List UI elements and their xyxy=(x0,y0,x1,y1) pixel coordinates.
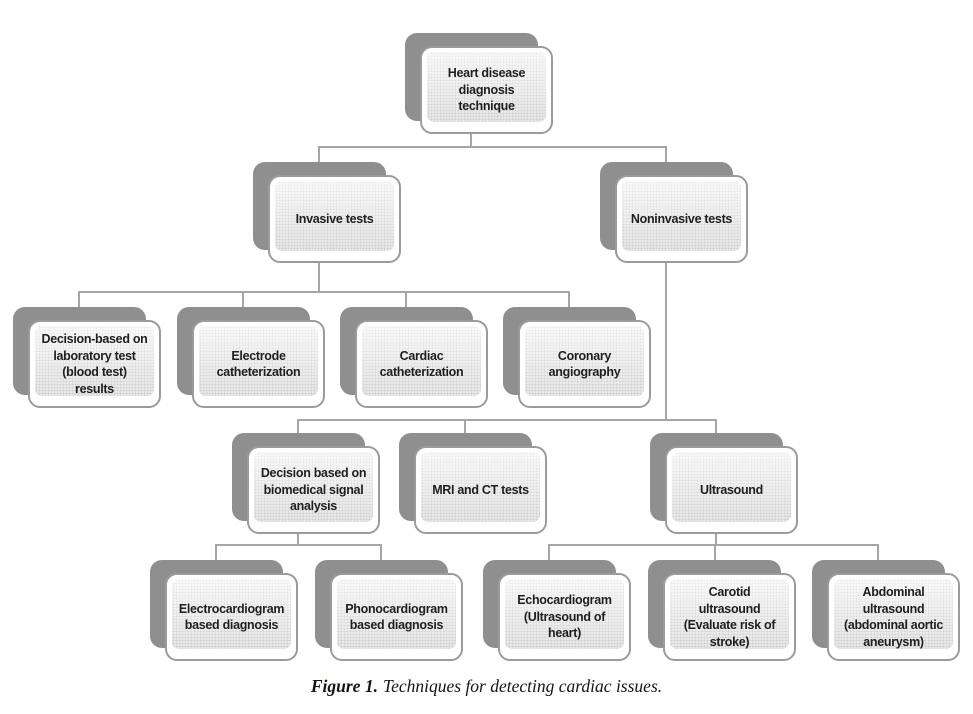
node-box: Cardiac catheterization xyxy=(355,320,488,408)
node-box: Coronary angiography xyxy=(518,320,651,408)
node-label-ecg: Electrocardiogram based diagnosis xyxy=(178,601,285,633)
connector-ecg-stub xyxy=(215,544,217,562)
node-electrocardiogram-diagnosis: Electrocardiogram based diagnosis xyxy=(150,560,298,661)
node-box: Phonocardiogram based diagnosis xyxy=(330,573,463,661)
node-box: Abdominal ultrasound (abdominal aortic a… xyxy=(827,573,960,661)
node-label-pcg: Phonocardiogram based diagnosis xyxy=(345,601,448,633)
connector-ultrasound-stub xyxy=(715,419,717,435)
node-fill xyxy=(362,326,481,396)
node-coronary-angiography: Coronary angiography xyxy=(503,307,651,408)
node-box: Ultrasound xyxy=(665,446,798,534)
node-fill xyxy=(525,326,644,396)
connector-branch-level2 xyxy=(318,146,667,148)
connector-noninvasive-stub xyxy=(665,146,667,164)
node-label-abdominal: Abdominal ultrasound (abdominal aortic a… xyxy=(843,585,944,649)
node-fill xyxy=(337,579,456,649)
connector-branch-level5-left xyxy=(215,544,382,546)
node-cardiac-catheterization: Cardiac catheterization xyxy=(340,307,488,408)
connector-abdominal-stub xyxy=(877,544,879,562)
node-fill xyxy=(672,452,791,522)
figure-caption: Figure 1.Techniques for detecting cardia… xyxy=(0,676,973,697)
node-box: Noninvasive tests xyxy=(615,175,748,263)
connector-branch-level3 xyxy=(78,291,570,293)
node-label-ultrasound: Ultrasound xyxy=(700,482,763,497)
connector-ultrasound-stem xyxy=(715,534,717,546)
node-box: Decision-based on laboratory test (blood… xyxy=(28,320,161,408)
connector-coronary-stub xyxy=(568,291,570,309)
node-fill xyxy=(834,579,953,649)
node-box: Electrode catheterization xyxy=(192,320,325,408)
node-label-lab: Decision-based on laboratory test (blood… xyxy=(41,332,148,396)
node-fill xyxy=(505,579,624,649)
connector-mri-stub xyxy=(464,419,466,435)
node-fill xyxy=(172,579,291,649)
node-biomedical-signal-decision: Decision based on biomedical signal anal… xyxy=(232,433,380,534)
node-label-echo: Echocardiogram (Ultrasound of heart) xyxy=(517,593,612,641)
connector-carotid-stub xyxy=(714,544,716,562)
node-noninvasive-tests: Noninvasive tests xyxy=(600,162,748,263)
node-label-root: Heart disease diagnosis technique xyxy=(447,66,526,114)
connector-branch-level5-right xyxy=(548,544,879,546)
connector-noninvasive-stem xyxy=(665,263,667,421)
connector-invasive-stub xyxy=(318,146,320,164)
node-label-mri: MRI and CT tests xyxy=(432,482,529,497)
connector-cardiac-stub xyxy=(405,291,407,309)
node-fill xyxy=(670,579,789,649)
node-electrode-catheterization: Electrode catheterization xyxy=(177,307,325,408)
connector-lab-stub xyxy=(78,291,80,309)
figure-caption-text: Techniques for detecting cardiac issues. xyxy=(382,676,663,696)
node-invasive-tests: Invasive tests xyxy=(253,162,401,263)
node-label-noninvasive: Noninvasive tests xyxy=(630,211,733,226)
connector-biomedical-stem xyxy=(297,534,299,546)
node-carotid-ultrasound: Carotid ultrasound (Evaluate risk of str… xyxy=(648,560,796,661)
connector-electrode-stub xyxy=(242,291,244,309)
node-fill xyxy=(254,452,373,522)
node-fill xyxy=(199,326,318,396)
node-box: Carotid ultrasound (Evaluate risk of str… xyxy=(663,573,796,661)
connector-biomedical-stub xyxy=(297,419,299,435)
node-box: Electrocardiogram based diagnosis xyxy=(165,573,298,661)
node-echocardiogram: Echocardiogram (Ultrasound of heart) xyxy=(483,560,631,661)
node-box: Invasive tests xyxy=(268,175,401,263)
connector-echo-stub xyxy=(548,544,550,562)
node-fill xyxy=(35,326,154,396)
node-box: Heart disease diagnosis technique xyxy=(420,46,553,134)
node-box: MRI and CT tests xyxy=(414,446,547,534)
figure-caption-label: Figure 1. xyxy=(310,676,378,696)
node-label-electrode: Electrode catheterization xyxy=(216,348,301,380)
connector-pcg-stub xyxy=(380,544,382,562)
node-fill xyxy=(622,181,741,251)
node-ultrasound: Ultrasound xyxy=(650,433,798,534)
node-heart-disease-root: Heart disease diagnosis technique xyxy=(405,33,553,134)
node-label-cardiac: Cardiac catheterization xyxy=(379,348,464,380)
connector-root-stem xyxy=(470,134,472,147)
node-fill xyxy=(427,52,546,122)
node-label-coronary: Coronary angiography xyxy=(548,348,621,380)
node-abdominal-ultrasound: Abdominal ultrasound (abdominal aortic a… xyxy=(812,560,960,661)
node-fill xyxy=(421,452,540,522)
node-label-biomedical: Decision based on biomedical signal anal… xyxy=(260,466,367,514)
node-label-carotid: Carotid ultrasound (Evaluate risk of str… xyxy=(683,585,776,649)
node-box: Echocardiogram (Ultrasound of heart) xyxy=(498,573,631,661)
node-fill xyxy=(275,181,394,251)
connector-invasive-stem xyxy=(318,263,320,293)
connector-branch-level4 xyxy=(297,419,717,421)
node-mri-ct-tests: MRI and CT tests xyxy=(399,433,547,534)
node-lab-test-decision: Decision-based on laboratory test (blood… xyxy=(13,307,161,408)
node-phonocardiogram-diagnosis: Phonocardiogram based diagnosis xyxy=(315,560,463,661)
node-box: Decision based on biomedical signal anal… xyxy=(247,446,380,534)
node-label-invasive: Invasive tests xyxy=(295,211,374,226)
